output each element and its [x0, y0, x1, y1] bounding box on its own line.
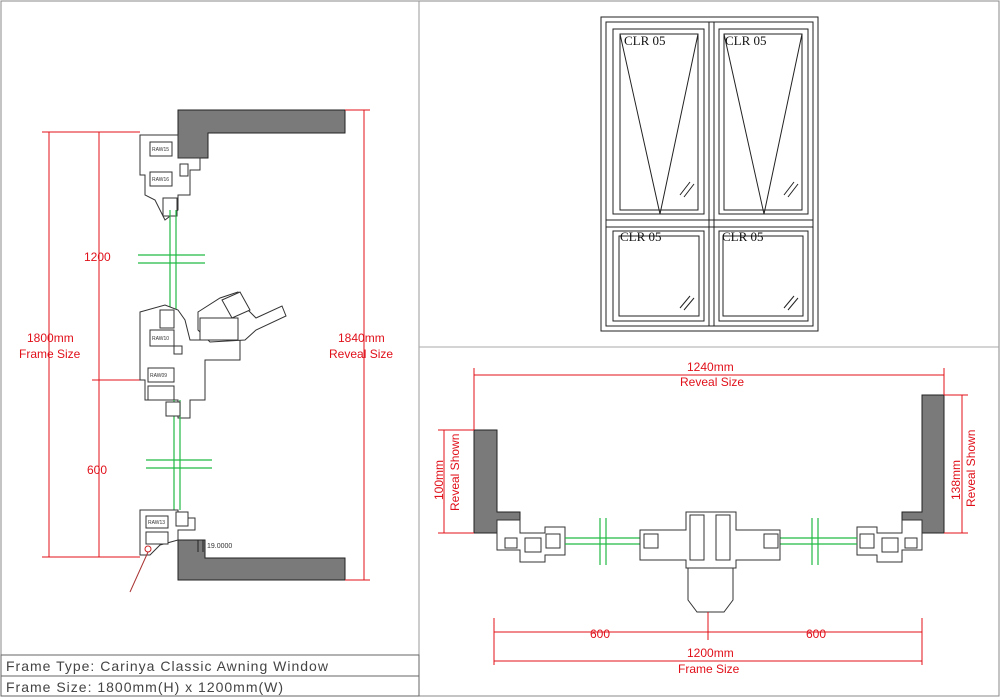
frame-size-label: Frame Size: [19, 347, 81, 361]
profile-tag: RAW15: [152, 147, 169, 153]
profile-tag: RAW10: [152, 336, 169, 342]
reveal-width-value: 1240mm: [687, 360, 734, 374]
frame-size-value: 1800mm: [27, 331, 74, 345]
gap-dim: 19.0000: [207, 543, 232, 550]
left-reveal-label: Reveal Shown: [448, 434, 462, 511]
elevation-view: CLR 05 CLR 05 CLR 05 CLR 05: [600, 16, 819, 332]
pane-label: CLR 05: [620, 229, 662, 244]
top-wall: [177, 109, 346, 159]
left-wall: [473, 429, 521, 534]
profile-tag: RAW13: [148, 520, 165, 526]
dim-600: 600: [87, 463, 107, 477]
bottom-wall: [177, 539, 346, 581]
vertical-section: 1200 600 1800mm Frame Size 1840mm Reveal…: [19, 109, 393, 593]
left-reveal-value: 100mm: [432, 460, 446, 500]
frame-width-label: Frame Size: [678, 662, 740, 676]
pane-label: CLR 05: [624, 33, 666, 48]
right-wall: [901, 394, 945, 534]
half-right-dim: 600: [806, 627, 826, 641]
pane-label: CLR 05: [725, 33, 767, 48]
pane-label: CLR 05: [722, 229, 764, 244]
frame-size: Frame Size: 1800mm(H) x 1200mm(W): [6, 679, 284, 695]
right-reveal-value: 138mm: [949, 460, 963, 500]
horizontal-section: 1240mm Reveal Size 100mm Reveal Shown 13…: [432, 360, 978, 676]
mullion-profile: [639, 511, 781, 569]
frame-type: Frame Type: Carinya Classic Awning Windo…: [6, 658, 329, 674]
reveal-size-label: Reveal Size: [329, 347, 393, 361]
profile-tag: RAW09: [150, 373, 167, 379]
mullion-cover: [687, 567, 734, 613]
dim-1200: 1200: [84, 250, 111, 264]
profile-tag: RAW16: [152, 177, 169, 183]
reveal-size-value: 1840mm: [338, 331, 385, 345]
right-reveal-label: Reveal Shown: [964, 430, 978, 507]
frame-width-value: 1200mm: [687, 646, 734, 660]
title-block: Frame Type: Carinya Classic Awning Windo…: [0, 654, 420, 697]
reveal-width-label: Reveal Size: [680, 375, 744, 389]
half-left-dim: 600: [590, 627, 610, 641]
